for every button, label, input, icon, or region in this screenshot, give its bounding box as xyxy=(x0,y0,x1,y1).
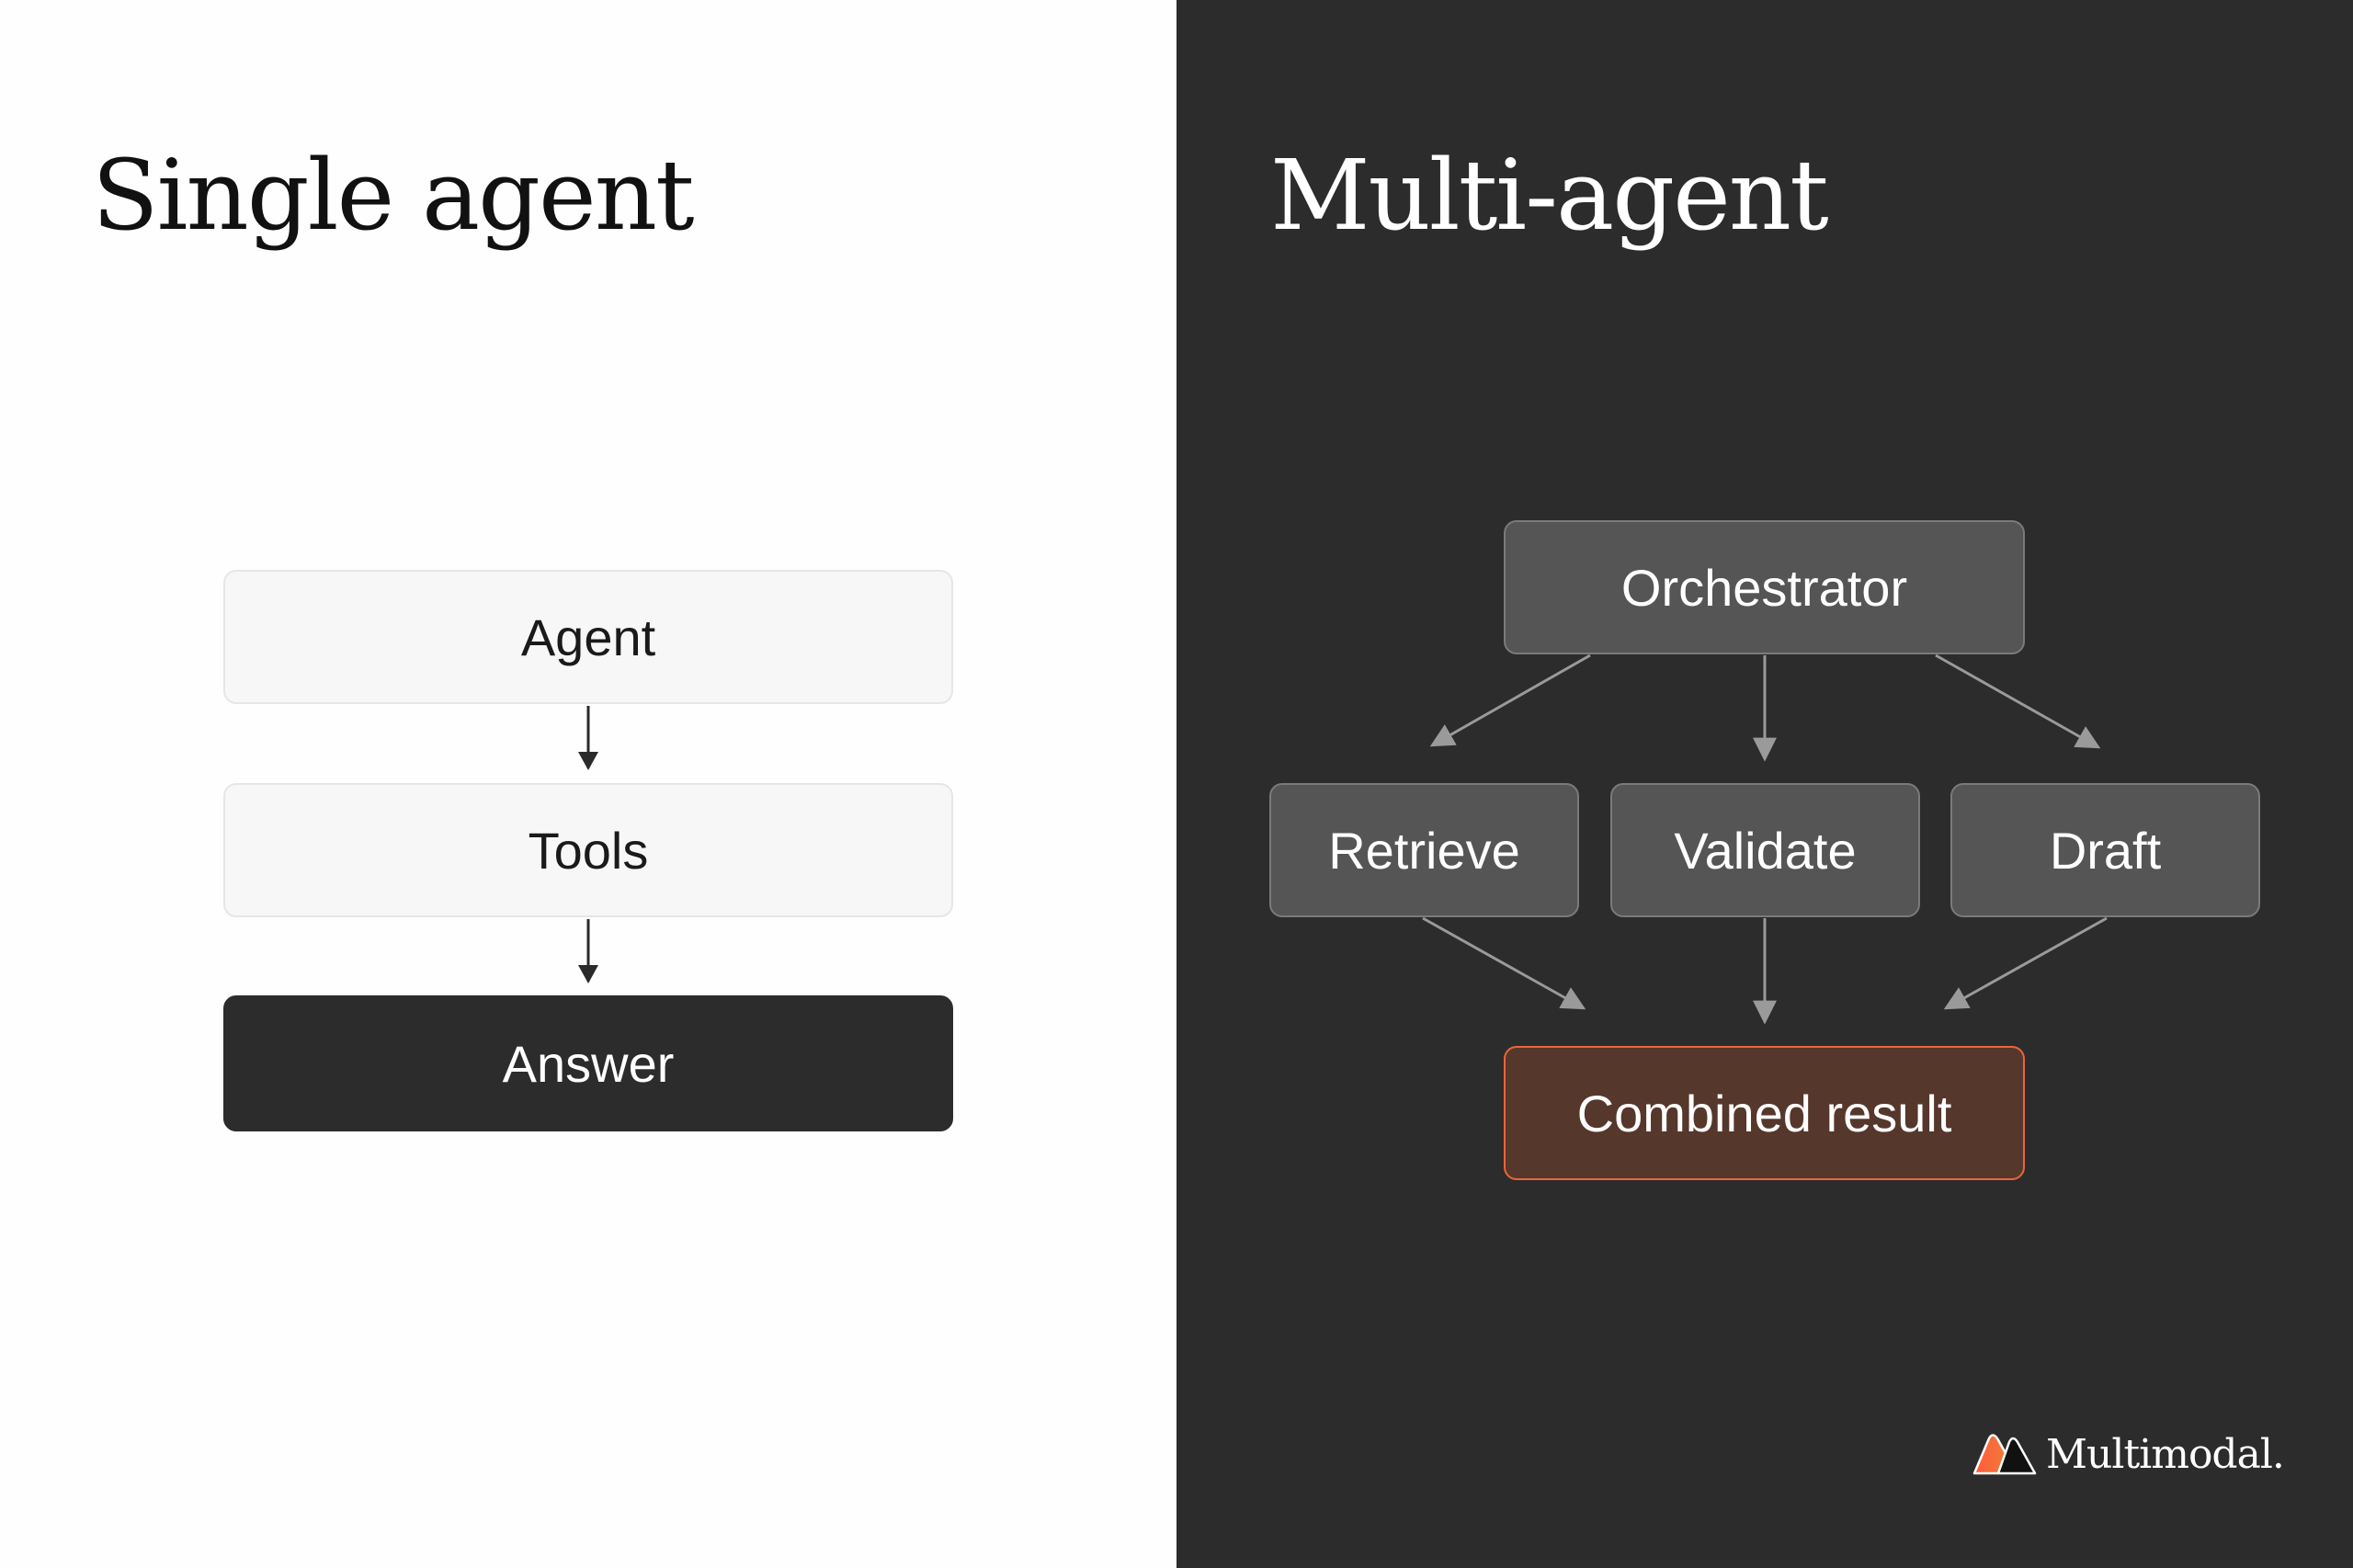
combined-result-node: Combined result xyxy=(1504,1046,2025,1180)
validate-node: Validate xyxy=(1610,783,1920,917)
brand-lockup: Multimodal. xyxy=(1972,1425,2285,1483)
orchestrator-node: Orchestrator xyxy=(1504,520,2025,654)
multi-agent-title: Multi-agent xyxy=(1270,139,1829,252)
brand-name: Multimodal. xyxy=(2046,1430,2285,1478)
multimodal-logo-icon xyxy=(1972,1434,2037,1475)
draft-node: Draft xyxy=(1950,783,2260,917)
single-agent-title: Single agent xyxy=(92,139,695,252)
tools-node: Tools xyxy=(223,783,953,917)
answer-node: Answer xyxy=(223,995,953,1131)
retrieve-node: Retrieve xyxy=(1269,783,1579,917)
agent-node: Agent xyxy=(223,570,953,704)
